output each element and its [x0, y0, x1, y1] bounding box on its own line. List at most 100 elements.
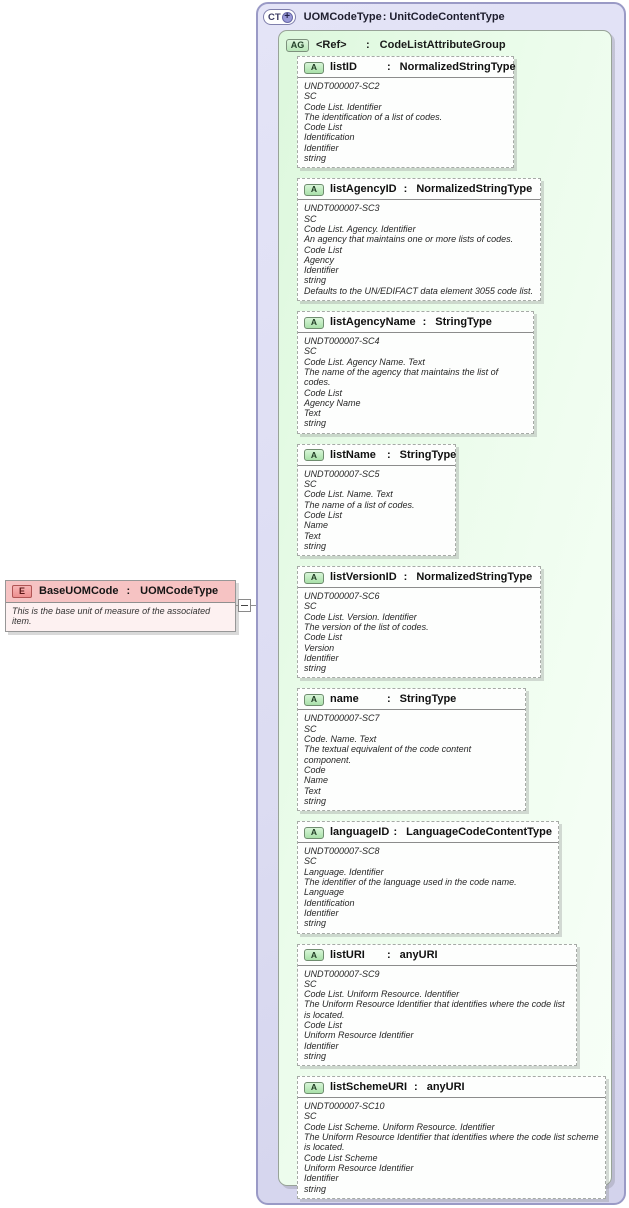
doc-line: Code List [304, 244, 343, 255]
doc-line: Identifier [304, 142, 339, 153]
doc-line: UNDT000007-SC4 [304, 336, 380, 347]
doc-line: Code List [304, 387, 343, 398]
attribute-box[interactable]: A listAgencyIDNormalizedStringType UNDT0… [297, 178, 541, 302]
attribute-header[interactable]: A listURIanyURI [298, 945, 576, 966]
attribute-box[interactable]: A languageIDLanguageCodeContentType UNDT… [297, 821, 559, 934]
doc-line: Code List [304, 632, 343, 643]
doc-line: Code List Scheme. Uniform Resource. Iden… [304, 1121, 495, 1132]
doc-line: Code [304, 764, 326, 775]
doc-line: Code List Scheme [304, 1152, 378, 1163]
colon-separator [387, 949, 391, 962]
doc-line: The Uniform Resource Identifier that ide… [304, 999, 565, 1020]
doc-line: Identifier [304, 1040, 339, 1051]
doc-line: UNDT000007-SC6 [304, 591, 380, 602]
attribute-group-box[interactable]: AG <Ref>CodeListAttributeGroup A listIDN… [278, 30, 612, 1199]
doc-line: string [304, 418, 327, 429]
colon-separator [126, 585, 130, 598]
collapse-handle[interactable] [238, 599, 251, 612]
element-box-baseuomcode[interactable]: E BaseUOMCodeUOMCodeType This is the bas… [5, 580, 236, 632]
attribute-header[interactable]: A listSchemeURIanyURI [298, 1077, 605, 1099]
doc-line: SC [304, 1111, 317, 1122]
attribute-icon: A [304, 826, 324, 839]
attribute-header[interactable]: A listNameStringType [298, 445, 456, 466]
doc-line: UNDT000007-SC7 [304, 713, 380, 724]
plus-icon: + [281, 11, 293, 23]
attribute-type: anyURI [426, 1081, 465, 1094]
doc-line: Language [304, 887, 345, 898]
attribute-name: listAgencyID [330, 183, 397, 196]
attribute-header[interactable]: A listIDNormalizedStringType [298, 57, 516, 78]
element-annotation: This is the base unit of measure of the … [12, 606, 211, 626]
complex-type-header[interactable]: CT+ UOMCodeTypeUnitCodeContentType [258, 4, 624, 28]
doc-line: The identification of a list of codes. [304, 111, 443, 122]
attribute-box[interactable]: A listVersionIDNormalizedStringType UNDT… [297, 566, 541, 679]
doc-line: string [304, 663, 327, 674]
attribute-name: listURI [330, 948, 365, 961]
element-header[interactable]: E BaseUOMCodeUOMCodeType [6, 581, 235, 603]
doc-line: string [304, 1050, 327, 1061]
complex-type-name: UOMCodeType [303, 11, 382, 23]
doc-line: The name of the agency that maintains th… [304, 366, 499, 388]
attribute-box[interactable]: A listAgencyNameStringType UNDT000007-SC… [297, 311, 534, 434]
attribute-icon: A [304, 449, 324, 462]
doc-line: Uniform Resource Identifier [304, 1162, 414, 1173]
colon-separator [393, 826, 397, 839]
colon-separator [404, 183, 408, 196]
colon-separator [387, 693, 391, 706]
attribute-icon: A [304, 1081, 324, 1094]
complex-type-base: UnitCodeContentType [389, 11, 505, 23]
colon-separator [414, 1081, 418, 1094]
attribute-header[interactable]: A languageIDLanguageCodeContentType [298, 822, 558, 844]
element-name: BaseUOMCode [39, 585, 119, 597]
attribute-name: languageID [330, 826, 390, 839]
doc-line: The textual equivalent of the code conte… [304, 744, 472, 765]
attribute-type: NormalizedStringType [416, 183, 533, 196]
doc-line: UNDT000007-SC2 [304, 81, 380, 91]
doc-line: SC [304, 856, 317, 867]
doc-line: string [304, 1183, 327, 1194]
complex-type-box[interactable]: CT+ UOMCodeTypeUnitCodeContentType AG <R… [256, 2, 626, 1205]
attribute-header[interactable]: A listAgencyIDNormalizedStringType [298, 179, 540, 201]
attribute-type: anyURI [399, 948, 438, 961]
doc-line: SC [304, 91, 317, 102]
doc-line: UNDT000007-SC8 [304, 846, 380, 857]
doc-line: UNDT000007-SC9 [304, 968, 380, 979]
colon-separator [366, 39, 370, 51]
doc-line: Code List. Name. Text [304, 489, 393, 500]
attribute-type: StringType [435, 316, 492, 329]
doc-line: Language. Identifier [304, 866, 384, 877]
doc-line: Version [304, 642, 335, 653]
attribute-box[interactable]: A listNameStringType UNDT000007-SC5SCCod… [297, 443, 456, 557]
attribute-group-header[interactable]: AG <Ref>CodeListAttributeGroup [279, 31, 611, 54]
doc-line: Identification [304, 897, 355, 908]
doc-line: Code List. Agency Name. Text [304, 356, 425, 367]
doc-line: Name [304, 775, 329, 786]
attribute-header[interactable]: A nameStringType [298, 689, 525, 711]
doc-line: Text [304, 785, 321, 796]
doc-line: Uniform Resource Identifier [304, 1030, 414, 1041]
attribute-name: listName [330, 448, 376, 461]
doc-line: UNDT000007-SC3 [304, 203, 380, 214]
attributes-list: A listIDNormalizedStringType UNDT000007-… [279, 54, 611, 1199]
attribute-group-icon: AG [286, 38, 309, 52]
attribute-header[interactable]: A listVersionIDNormalizedStringType [298, 567, 540, 589]
colon-separator [423, 316, 427, 329]
complex-type-title: UOMCodeType UnitCodeContentType [304, 11, 505, 23]
doc-line: Code List. Agency. Identifier [304, 223, 416, 234]
attribute-icon: A [304, 316, 324, 329]
doc-line: SC [304, 213, 317, 224]
attribute-box[interactable]: A listIDNormalizedStringType UNDT000007-… [297, 56, 516, 169]
doc-line: Identification [304, 132, 355, 143]
attribute-header[interactable]: A listAgencyNameStringType [298, 312, 533, 334]
doc-line: Code List [304, 122, 343, 133]
attribute-box[interactable]: A listSchemeURIanyURI UNDT000007-SC10SCC… [297, 1076, 606, 1199]
